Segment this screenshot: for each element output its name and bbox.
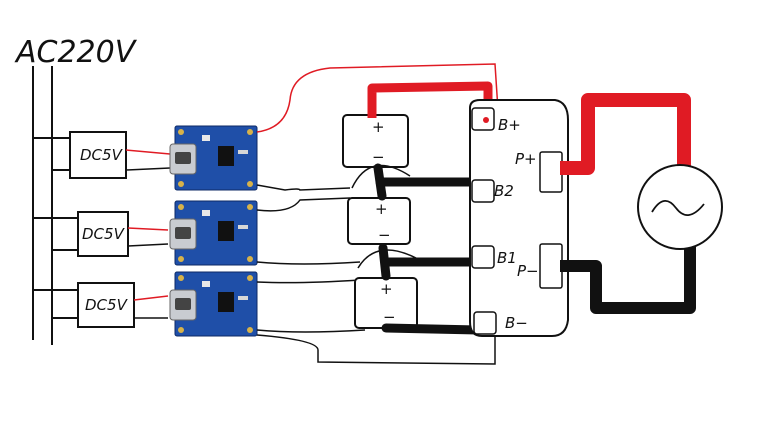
module-2-pad-br: [247, 256, 253, 262]
bms-pad-pplus: [539, 151, 563, 193]
cell-1-plus: +: [372, 118, 385, 136]
converter-1-box: [69, 131, 127, 179]
module-3-pad-tr: [247, 275, 253, 281]
module-output-wires: [256, 63, 499, 365]
module-3-pad-tl: [178, 275, 184, 281]
converter-3: DC5V: [77, 282, 135, 328]
module-2-chip: [218, 221, 234, 241]
module-3-usb-slot: [175, 298, 191, 310]
conv1-neg-wire: [125, 167, 171, 171]
converter-1-label: DC5V: [80, 146, 124, 164]
converter-2: DC5V: [77, 211, 129, 257]
series-links: [373, 163, 483, 335]
module-1-neg-wire: [256, 184, 351, 191]
bms-label-bplus: B+: [498, 116, 521, 134]
battery-cell-2: + −: [347, 197, 411, 245]
bms-outline: [469, 99, 569, 337]
bms-label-pplus: P+: [515, 150, 537, 168]
module-3-bminus-wire: [256, 330, 496, 365]
module-1-led: [202, 135, 210, 141]
converter-2-label: DC5V: [82, 225, 126, 243]
cell-1-minus: −: [372, 148, 385, 166]
conv1-pos-wire: [125, 149, 171, 155]
bms-board: B+ B2 B1 B− P+ P−: [469, 99, 569, 337]
ac-wave-icon: [651, 200, 705, 216]
module-3-led: [202, 281, 210, 287]
conv2-pos-wire: [127, 227, 169, 231]
load: [637, 164, 723, 250]
bms-bplus-dot: [483, 117, 489, 123]
module-3-chip: [218, 292, 234, 312]
module-2-pad-tr: [247, 204, 253, 210]
converter-2-box: [77, 211, 129, 257]
converter-1: DC5V: [69, 131, 127, 179]
module-3-pos-wire: [256, 279, 361, 284]
load-positive-wire: [560, 93, 691, 175]
bms-label-b2: B2: [494, 182, 514, 200]
cell-2-minus: −: [378, 226, 391, 244]
ac-rails: [32, 66, 78, 345]
charger-module-1: [169, 125, 258, 191]
module-1-chip: [218, 146, 234, 166]
conv2-neg-wire: [127, 243, 169, 247]
conv3-pos-wire: [133, 295, 169, 301]
battery-cell-1: + −: [342, 114, 409, 168]
link-to-bminus: [381, 323, 483, 335]
bms-pad-bminus: [473, 311, 497, 335]
cell-2-plus: +: [375, 200, 388, 218]
module-2-usb-slot: [175, 227, 191, 239]
converter-output-wires: [125, 149, 171, 319]
bms-label-bminus: B−: [505, 314, 528, 332]
module-1-bplus-wire: [256, 63, 499, 133]
module-2-neg-wire: [256, 261, 361, 265]
module-1-pad-bl: [178, 181, 184, 187]
module-1-pad-tl: [178, 129, 184, 135]
load-circle: [637, 164, 723, 250]
bms-pad-bplus: [471, 107, 495, 131]
module-2-pos-wire: [256, 197, 351, 212]
cell-3-minus: −: [383, 308, 396, 326]
module-1-pad-br: [247, 181, 253, 187]
bms-pad-b2: [471, 179, 495, 203]
bplus-red-link: [367, 81, 493, 118]
module-3-pad-bl: [178, 327, 184, 333]
converter-3-label: DC5V: [85, 296, 129, 314]
module-2-pad-bl: [178, 256, 184, 262]
supply-label: AC220V: [14, 35, 138, 70]
charger-module-3: [169, 271, 258, 337]
bms-pad-b1: [471, 245, 495, 269]
module-2-pad-tl: [178, 204, 184, 210]
bms-label-pminus: P−: [517, 262, 539, 280]
module-1-usb-slot: [175, 152, 191, 164]
module-3-neg-wire: [256, 329, 366, 333]
module-2-resistor: [238, 225, 248, 229]
bms-pad-pminus: [539, 243, 563, 289]
module-1-resistor: [238, 150, 248, 154]
battery-cell-3: + −: [354, 277, 418, 329]
cell-3-plus: +: [380, 280, 393, 298]
module-2-led: [202, 210, 210, 216]
module-3-pad-br: [247, 327, 253, 333]
bms-label-b1: B1: [497, 249, 517, 267]
module-1-pad-tr: [247, 129, 253, 135]
converter-3-box: [77, 282, 135, 328]
module-3-resistor: [238, 296, 248, 300]
charger-module-2: [169, 200, 258, 266]
load-negative-wire: [560, 246, 696, 314]
